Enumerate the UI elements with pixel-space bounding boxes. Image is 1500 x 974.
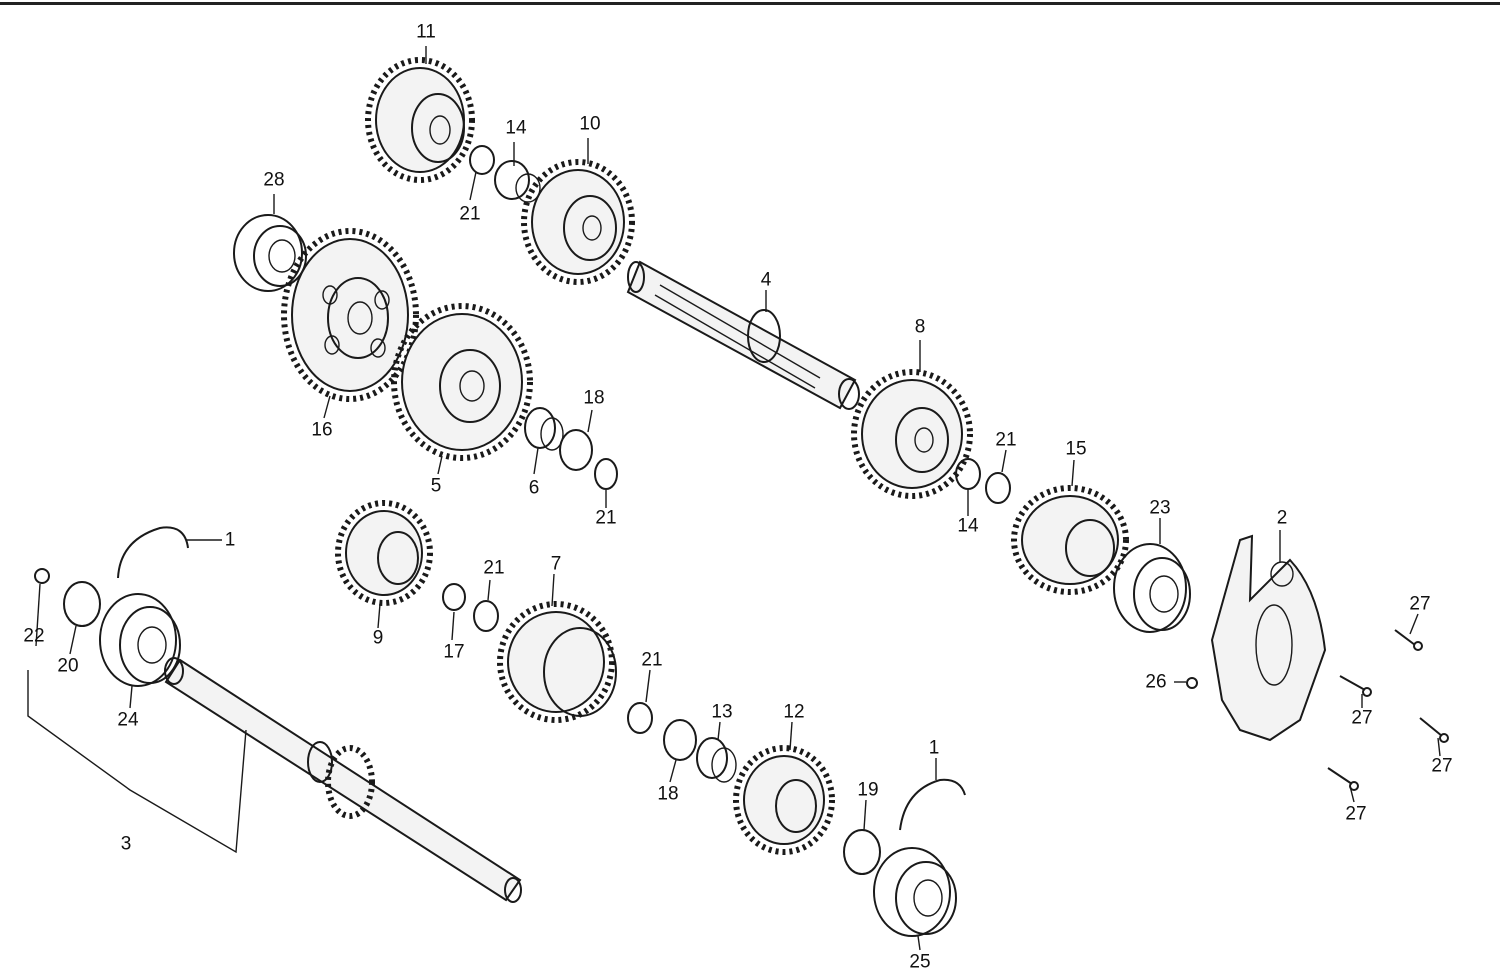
bearing-holder-2	[1210, 534, 1327, 742]
gear-10	[521, 159, 635, 285]
callout-5: 5	[430, 475, 442, 497]
callout-1-b: 1	[928, 737, 940, 759]
callout-7: 7	[550, 553, 562, 575]
bearing-24	[99, 593, 181, 687]
callout-14: 14	[505, 117, 527, 139]
callout-6: 6	[528, 477, 540, 499]
bearing-23	[1113, 543, 1191, 633]
callout-18-b: 18	[657, 783, 679, 805]
collar-14-right	[955, 458, 981, 490]
collar-14-top	[494, 160, 541, 203]
circlip-21-mid	[594, 458, 618, 490]
callout-21-d: 21	[483, 557, 505, 579]
gear-5	[391, 303, 533, 461]
pin-26	[1186, 677, 1198, 689]
callout-22: 22	[23, 625, 45, 647]
washer-18-low	[663, 719, 697, 761]
washer-19	[843, 829, 881, 875]
callout-26: 26	[1145, 671, 1167, 693]
clip-1-left	[117, 526, 189, 579]
gear-9	[335, 500, 433, 606]
bearing-25	[873, 847, 957, 937]
gear-8	[851, 369, 973, 499]
top-border-line	[0, 2, 1500, 5]
screw-27-a	[1394, 629, 1423, 651]
callout-1-a: 1	[224, 529, 236, 551]
callout-21-c: 21	[995, 429, 1017, 451]
gear-12	[733, 745, 835, 855]
circlip-21-lower	[473, 600, 499, 632]
callout-20: 20	[57, 655, 79, 677]
callout-19: 19	[857, 779, 879, 801]
leader-lines	[27, 46, 1441, 951]
gear-15	[1011, 485, 1129, 595]
callout-10: 10	[579, 113, 601, 135]
callout-16: 16	[311, 419, 333, 441]
callout-3: 3	[120, 833, 132, 855]
gear-16	[281, 228, 419, 402]
callout-12: 12	[783, 701, 805, 723]
callout-4: 4	[760, 269, 772, 291]
callout-24: 24	[117, 709, 139, 731]
callout-8: 8	[914, 316, 926, 338]
callout-27-c: 27	[1431, 755, 1453, 777]
washer-17	[442, 583, 466, 611]
countershaft-4	[626, 260, 860, 410]
screw-27-b	[1339, 675, 1372, 697]
oil-seal-22	[34, 568, 50, 584]
callout-11: 11	[416, 21, 436, 43]
washer-20	[63, 581, 101, 627]
callout-21-a: 21	[459, 203, 481, 225]
callout-13: 13	[711, 701, 733, 723]
callout-14-b: 14	[957, 515, 979, 537]
bushing-13	[696, 737, 737, 783]
callout-15: 15	[1065, 438, 1087, 460]
bearing-28	[233, 214, 307, 292]
callout-21-e: 21	[641, 649, 663, 671]
callout-23: 23	[1149, 497, 1171, 519]
callout-9: 9	[372, 627, 384, 649]
gear-11	[365, 57, 475, 183]
callout-25: 25	[909, 951, 931, 973]
callout-27-d: 27	[1345, 803, 1367, 825]
screw-27-d	[1327, 767, 1359, 791]
circlip-21-low2	[627, 702, 653, 734]
circlip-21-right	[985, 472, 1011, 504]
callout-27-a: 27	[1409, 593, 1431, 615]
washer-18-top	[559, 429, 593, 471]
callout-18-a: 18	[583, 387, 605, 409]
bushing-6	[524, 407, 564, 451]
screw-27-c	[1419, 717, 1449, 743]
callout-17: 17	[443, 641, 465, 663]
mainshaft-3	[164, 657, 522, 903]
callout-2: 2	[1276, 507, 1288, 529]
gear-7	[497, 601, 617, 723]
clip-1-right	[899, 778, 966, 831]
circlip-21-top	[469, 145, 495, 175]
callout-28: 28	[263, 169, 285, 191]
callout-21-b: 21	[595, 507, 617, 529]
callout-27-b: 27	[1351, 707, 1373, 729]
